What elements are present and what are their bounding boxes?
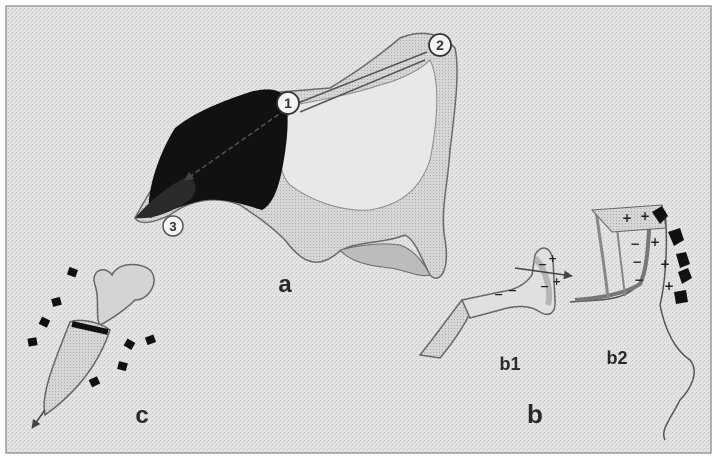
b2-plus: + [650,235,660,249]
b2-plus: + [660,257,670,271]
b1-minus: − [508,284,517,297]
marker-1-label: 1 [284,95,292,111]
panel-label-b1: b1 [499,354,520,374]
b2-minus: − [632,255,642,269]
b2-plus: + [640,209,650,223]
b1-plus: + [548,252,557,265]
particle [27,337,37,346]
b2-particle [674,290,688,304]
marker-2: 2 [429,34,451,56]
panel-label-b2: b2 [606,348,627,368]
panel-label-b: b [527,399,543,429]
b2-plus: + [622,211,632,225]
marker-1: 1 [277,92,299,114]
b2-plus: + [664,279,674,293]
b2-minus: − [630,237,640,251]
marker-2-label: 2 [436,37,444,53]
b2-minus: − [634,273,644,287]
b1-plus: + [552,275,561,288]
b1-minus: − [494,288,503,301]
marker-3-label: 3 [169,219,176,234]
b1-minus: − [540,280,549,293]
b1-minus: − [538,258,547,271]
marker-3: 3 [163,216,183,236]
panel-label-c: c [135,402,148,429]
panel-label-a: a [278,271,292,298]
